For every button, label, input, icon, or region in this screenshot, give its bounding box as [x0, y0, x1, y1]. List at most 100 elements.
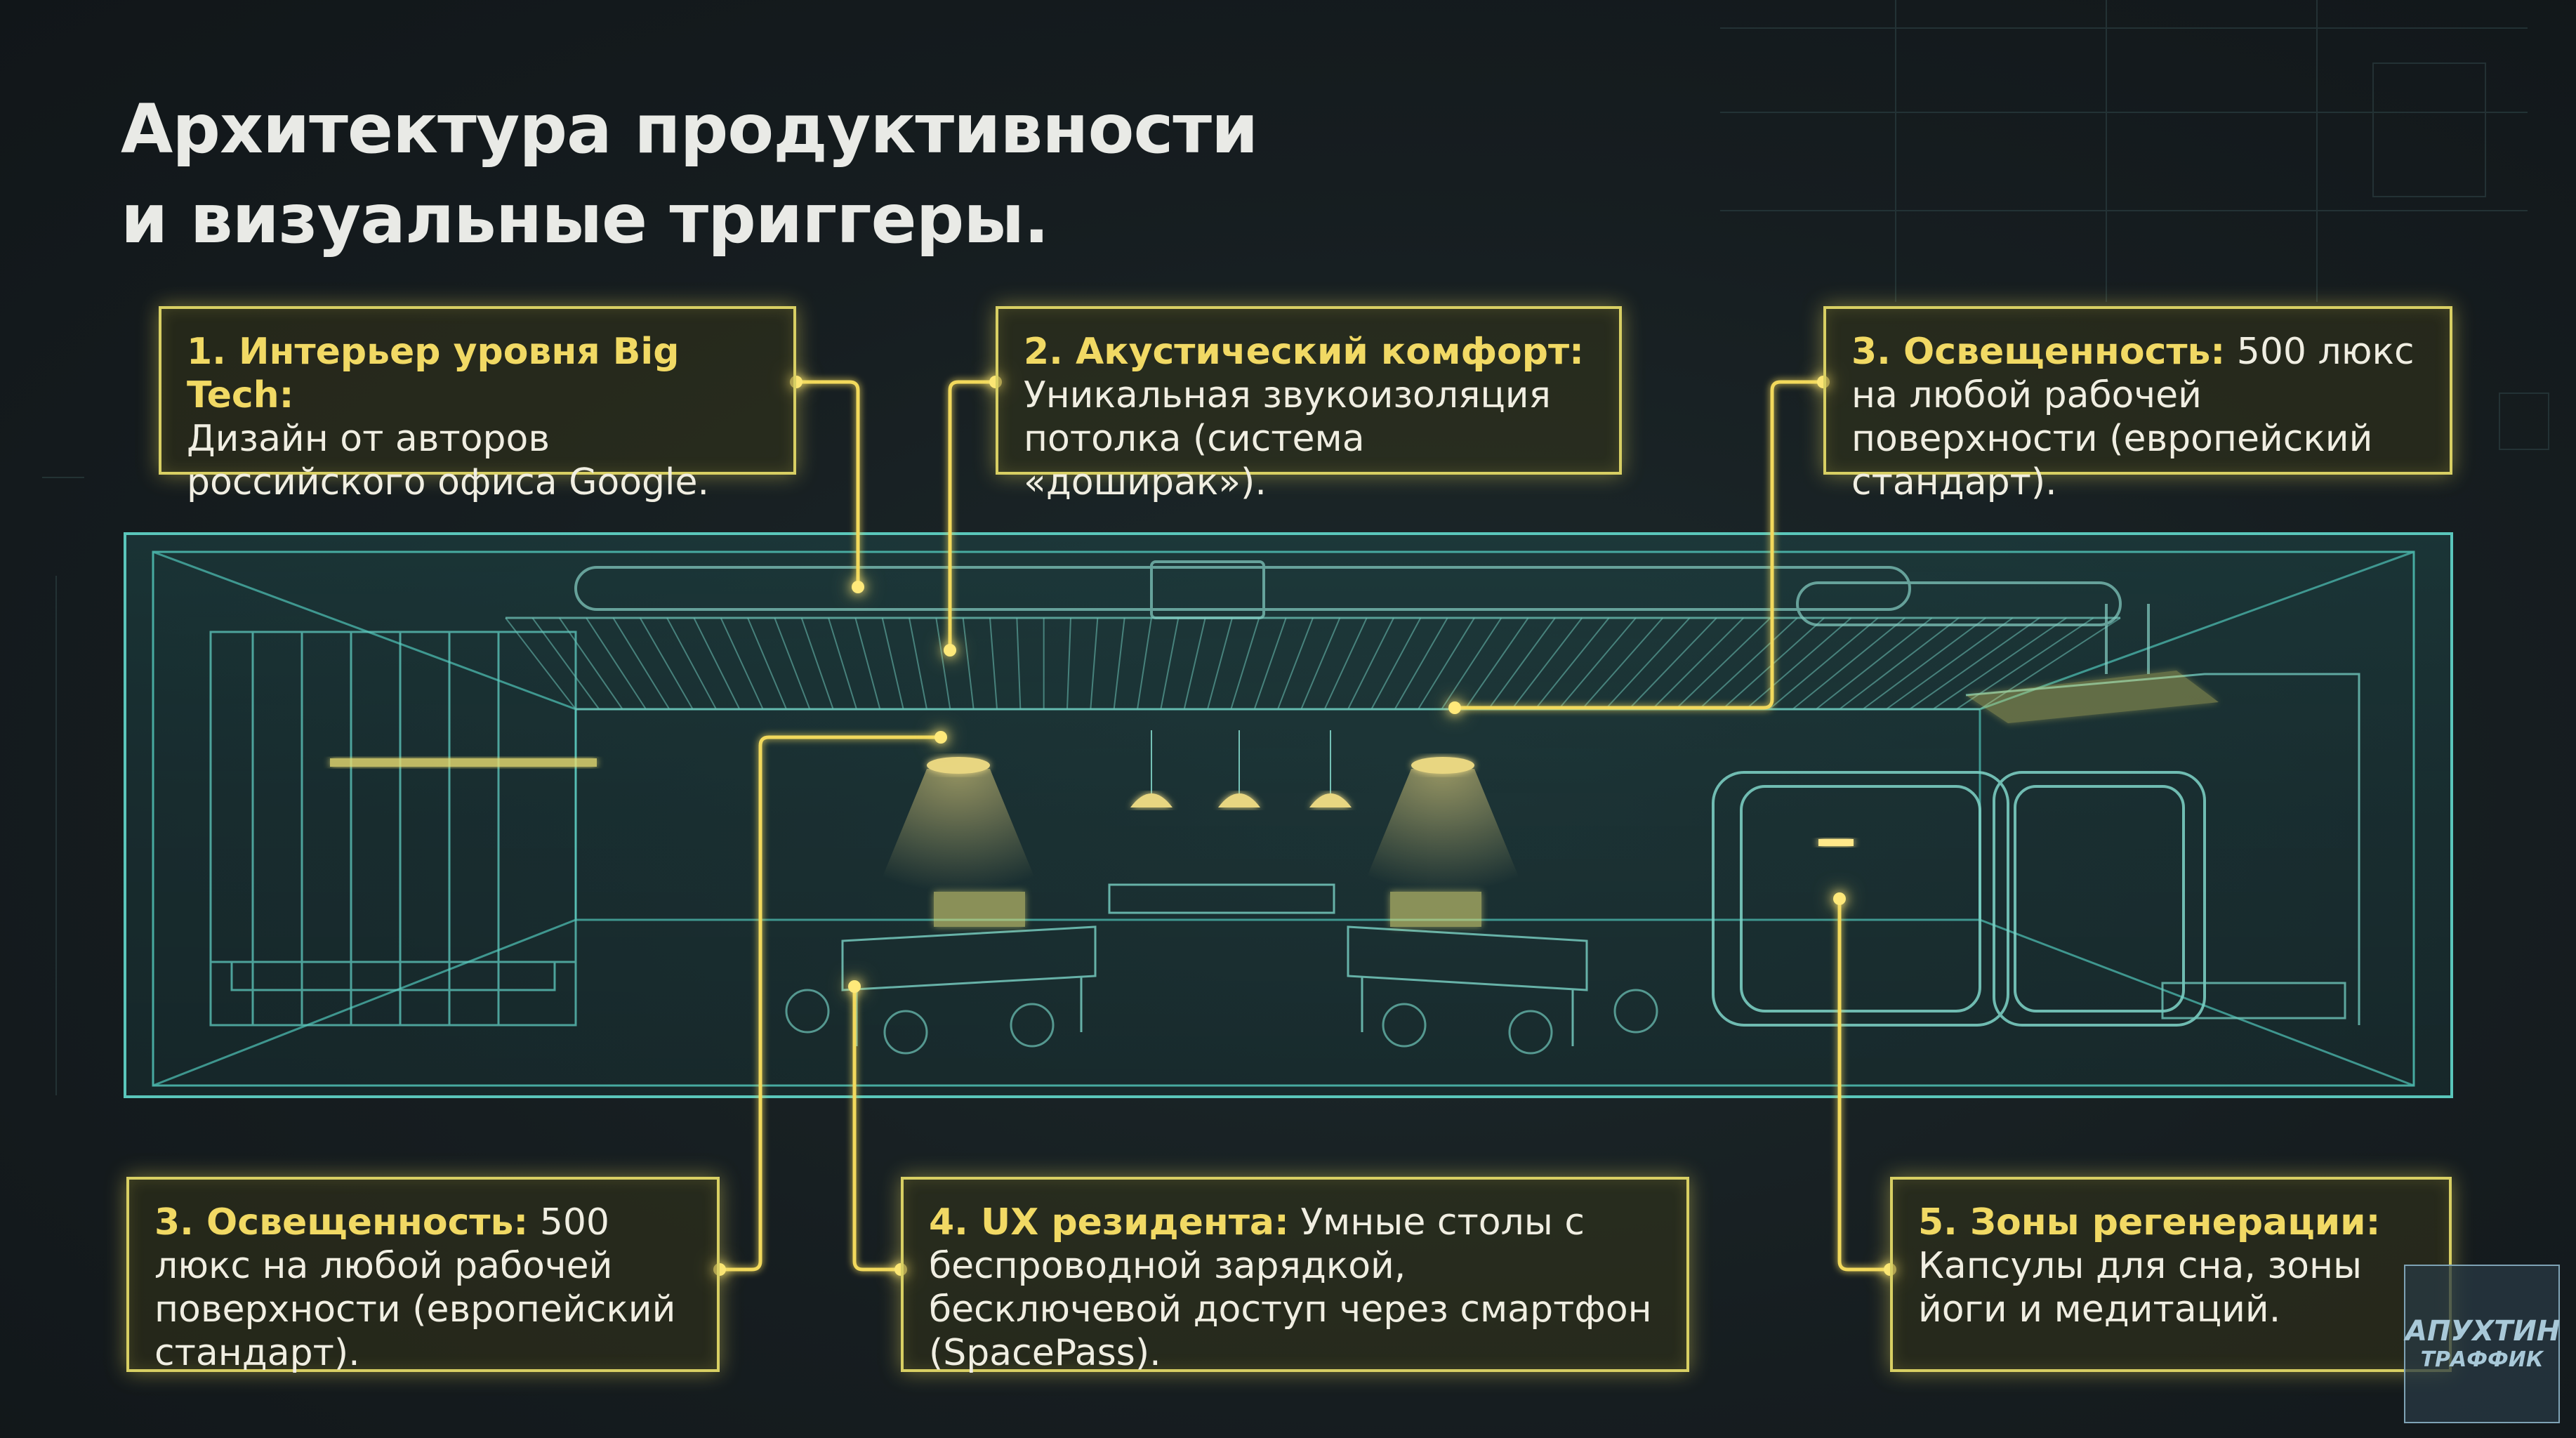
ceiling-slat — [1253, 617, 1287, 710]
ceiling-slat — [1441, 617, 1502, 710]
left-glass-room — [209, 631, 577, 1027]
callout-heading: 5. Зоны регенерации: — [1918, 1201, 2381, 1244]
connector-dot — [944, 644, 956, 657]
ceiling-slat — [1464, 617, 1529, 710]
ceiling-slat — [774, 617, 811, 710]
ceiling-slat — [1300, 617, 1341, 710]
callout-text: 500 люкс на любой рабочей поверхности (е… — [1851, 331, 2415, 503]
connector-dot — [1448, 701, 1461, 714]
connector-dot — [790, 376, 802, 388]
ceiling-slat — [639, 617, 694, 710]
callout-heading: 3. Освещенность: — [1851, 331, 2226, 373]
ceiling-slat — [1090, 617, 1099, 710]
connector-dot — [1833, 892, 1846, 905]
ceiling-slat — [1488, 617, 1556, 710]
ceiling-slats — [505, 617, 2121, 710]
connector-dot — [934, 731, 947, 744]
ceiling-slat — [1347, 617, 1394, 710]
callout-lighting-top: 3. Освещенность: 500 люкс на любой рабоч… — [1823, 306, 2452, 503]
callout-heading: 2. Акустический комфорт: — [1024, 331, 1584, 373]
ceiling-slat — [881, 617, 904, 710]
callout-acoustics: 2. Акустический комфорт: Уникальная звук… — [996, 306, 1622, 503]
callout-text: 500 люкс на любой рабочей поверхности (е… — [154, 1201, 676, 1374]
room-inner-frame — [152, 550, 2415, 1087]
ceiling-slat — [800, 617, 834, 710]
desk-glow-panels — [934, 892, 1481, 927]
ceiling-slat — [1745, 617, 1852, 710]
ceiling-slat — [1628, 617, 1717, 710]
open-space-desks — [841, 883, 1588, 1046]
ceiling-slat — [1066, 617, 1071, 710]
ceiling-slat — [1816, 617, 1933, 710]
ceiling-slat — [666, 617, 717, 710]
ceiling-slat — [1511, 617, 1583, 710]
ceiling-slat — [854, 617, 881, 710]
ceiling-slat — [935, 617, 951, 710]
ceiling-slat — [586, 617, 647, 710]
ceiling-slat — [1651, 617, 1745, 710]
ceiling-slat — [1207, 617, 1233, 710]
connector-dot — [713, 1263, 726, 1276]
ceiling-slat — [1418, 617, 1475, 710]
ceiling-slat — [747, 617, 787, 710]
page-title: Архитектура продуктивности и визуальные … — [121, 84, 1258, 264]
ceiling-slat — [505, 617, 576, 710]
ceiling-slat — [989, 617, 998, 710]
ceiling-slat — [828, 617, 857, 710]
page-title-line-2: и визуальные триггеры. — [121, 180, 1050, 258]
ceiling-slat — [1909, 617, 2040, 710]
ceiling-slat — [962, 617, 975, 710]
ceiling-slat — [1137, 617, 1152, 710]
ceiling-slat — [612, 617, 671, 710]
ceiling-slat — [1160, 617, 1180, 710]
ceiling-slat — [1370, 617, 1422, 710]
connector-dot — [852, 581, 864, 593]
ceiling-slat — [1886, 617, 2014, 710]
ceiling-slat — [1558, 617, 1637, 710]
ceiling-slat — [693, 617, 741, 710]
ceiling-slat — [1792, 617, 1905, 710]
ceiling-slat — [1230, 617, 1260, 710]
ceiling-slat — [1394, 617, 1448, 710]
ceiling-slat — [1769, 617, 1879, 710]
callout-text: Уникальная звукоизоляция потолка (систем… — [1024, 374, 1551, 503]
brand-logo: АПУХТИН ТРАФФИК — [2404, 1265, 2560, 1423]
ceiling-slat — [1675, 617, 1771, 710]
brand-logo-line-2: ТРАФФИК — [2420, 1347, 2544, 1372]
callout-text: Умные столы с беспроводной зарядкой, бес… — [929, 1201, 1652, 1374]
ceiling-slat — [1277, 617, 1314, 710]
callout-text: Капсулы для сна, зоны йоги и медитаций. — [1918, 1245, 2362, 1331]
ceiling-slat — [1604, 617, 1691, 710]
ceiling-slat — [720, 617, 764, 710]
ceiling-slat — [1323, 617, 1368, 710]
callout-text: Дизайн от авторов российского офиса Goog… — [187, 418, 710, 503]
ceiling-slat — [1698, 617, 1798, 710]
ceiling-slat — [1862, 617, 1986, 710]
ceiling-slat — [1932, 617, 2067, 710]
brand-logo-line-1: АПУХТИН — [2405, 1315, 2561, 1347]
ceiling-slat — [531, 617, 600, 710]
ceiling-slat — [1581, 617, 1664, 710]
callout-resident-ux: 4. UX резидента: Умные столы с беспровод… — [901, 1177, 1689, 1374]
ceiling-slat — [1016, 617, 1022, 710]
office-chairs — [785, 989, 1658, 1055]
callout-interior: 1. Интерьер уровня Big Tech: Дизайн от а… — [159, 306, 796, 503]
sleep-pods — [1712, 771, 2206, 1027]
pendant-lamps — [871, 730, 1531, 906]
background-grid — [42, 0, 2549, 1095]
ceiling-slat — [1183, 617, 1206, 710]
callout-heading: 1. Интерьер уровня Big Tech: — [187, 331, 680, 416]
page-title-line-1: Архитектура продуктивности — [121, 90, 1258, 169]
callout-heading: 3. Освещенность: — [154, 1201, 529, 1244]
ceiling-slat — [1113, 617, 1125, 710]
connector-dot — [848, 980, 861, 993]
ventilation-ducts — [574, 560, 2150, 674]
ceiling-slat — [558, 617, 623, 710]
ceiling-slat — [1839, 617, 1960, 710]
callout-lighting-bottom: 3. Освещенность: 500 люкс на любой рабоч… — [126, 1177, 720, 1374]
callout-heading: 4. UX резидента: — [929, 1201, 1289, 1244]
connector-lines — [720, 380, 1890, 1272]
ceiling-slat — [909, 617, 927, 710]
callout-regeneration: 5. Зоны регенерации: Капсулы для сна, зо… — [1890, 1177, 2452, 1372]
